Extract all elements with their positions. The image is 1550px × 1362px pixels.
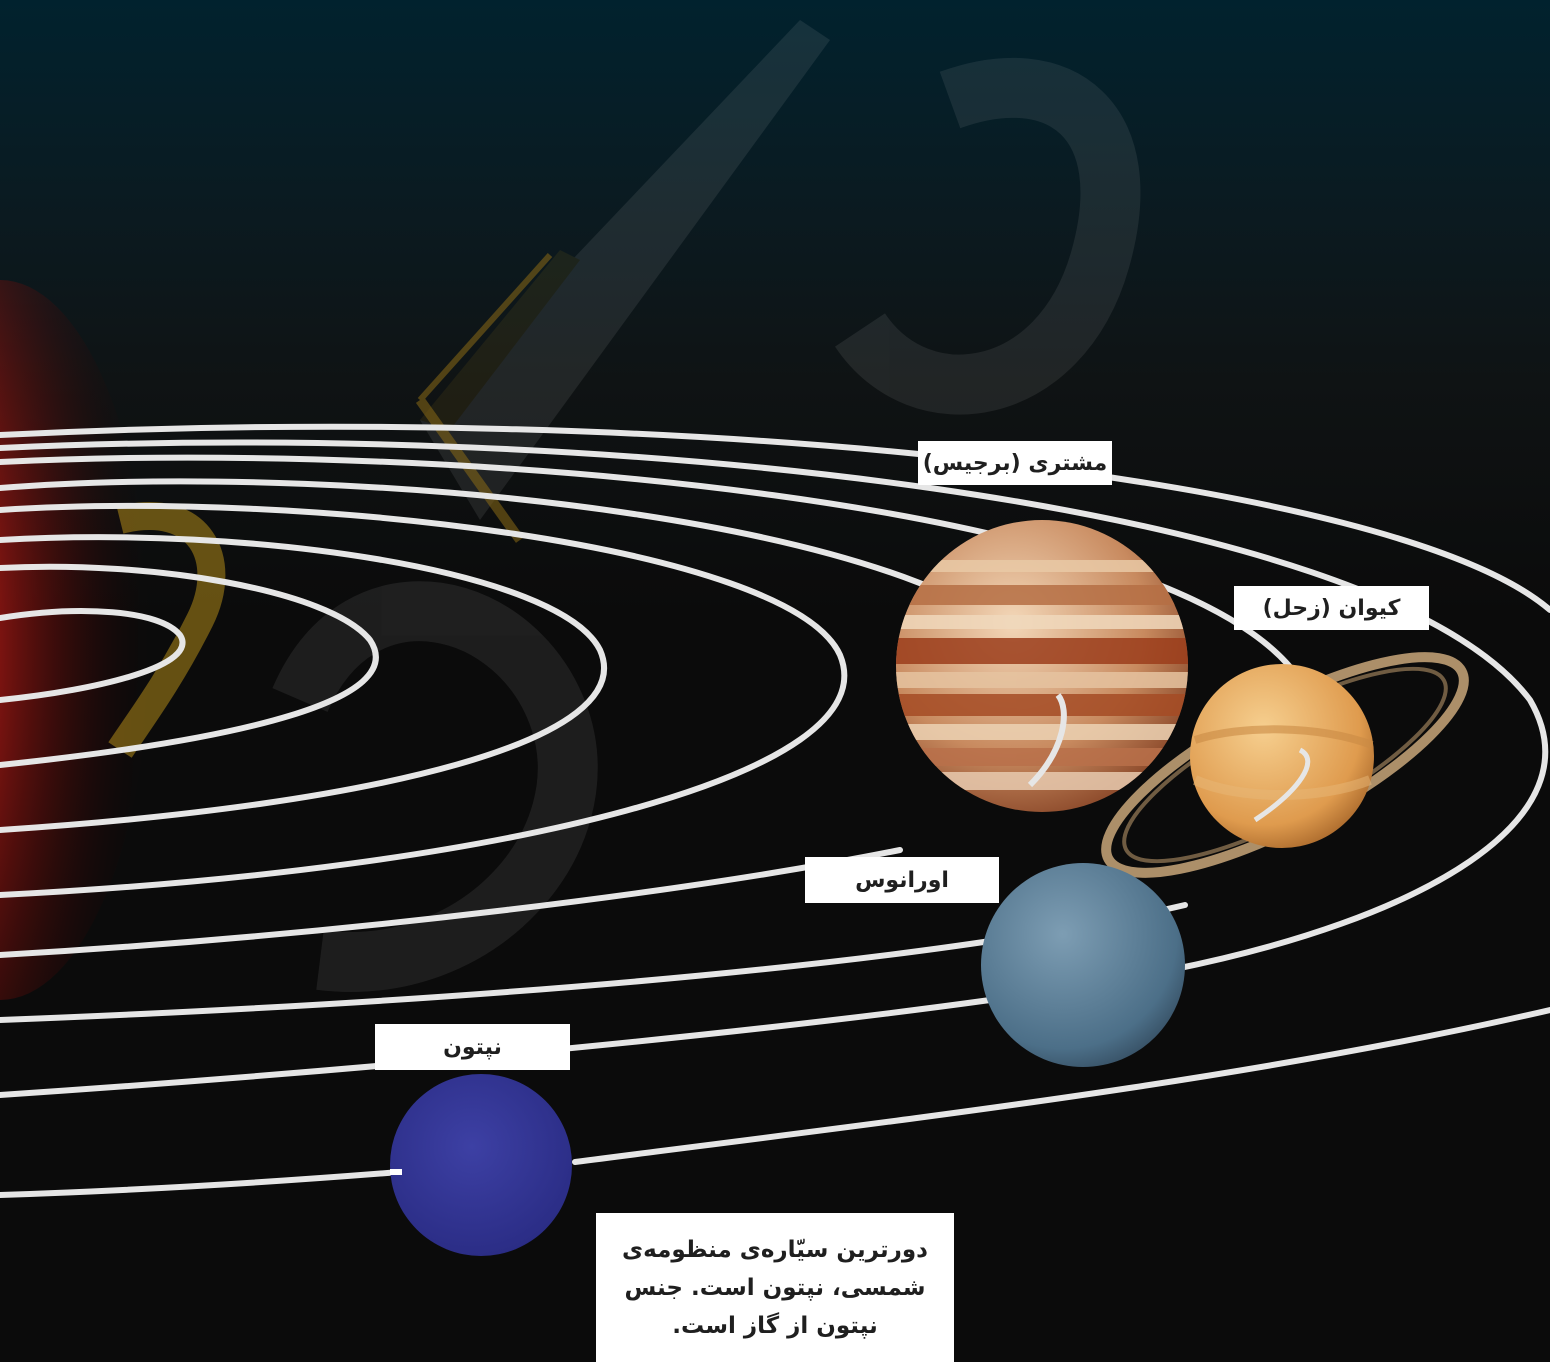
saturn-planet bbox=[1101, 652, 1469, 878]
jupiter-planet bbox=[896, 520, 1188, 812]
caption-box: دورترین سیّاره‌ی منظومه‌ی شمسی، نپتون اس… bbox=[596, 1213, 954, 1362]
watermark-logo bbox=[272, 20, 1141, 992]
orbit-5b bbox=[0, 847, 903, 958]
saturn-label: کیوان (زحل) bbox=[1234, 586, 1429, 630]
orbit-3 bbox=[0, 534, 608, 833]
orbit-9b bbox=[0, 1169, 403, 1198]
uranus-planet bbox=[981, 863, 1185, 1067]
neptune-label: نپتون bbox=[375, 1024, 570, 1070]
neptune-planet bbox=[390, 1074, 572, 1256]
uranus-label: اورانوس bbox=[805, 857, 999, 903]
orbit-4 bbox=[0, 502, 848, 898]
orbit-2 bbox=[0, 563, 379, 768]
orbit-9 bbox=[572, 1007, 1550, 1165]
jupiter-label: مشتری (برجیس) bbox=[918, 441, 1112, 485]
watermark-accent bbox=[108, 252, 553, 758]
orbit-1 bbox=[0, 608, 186, 703]
